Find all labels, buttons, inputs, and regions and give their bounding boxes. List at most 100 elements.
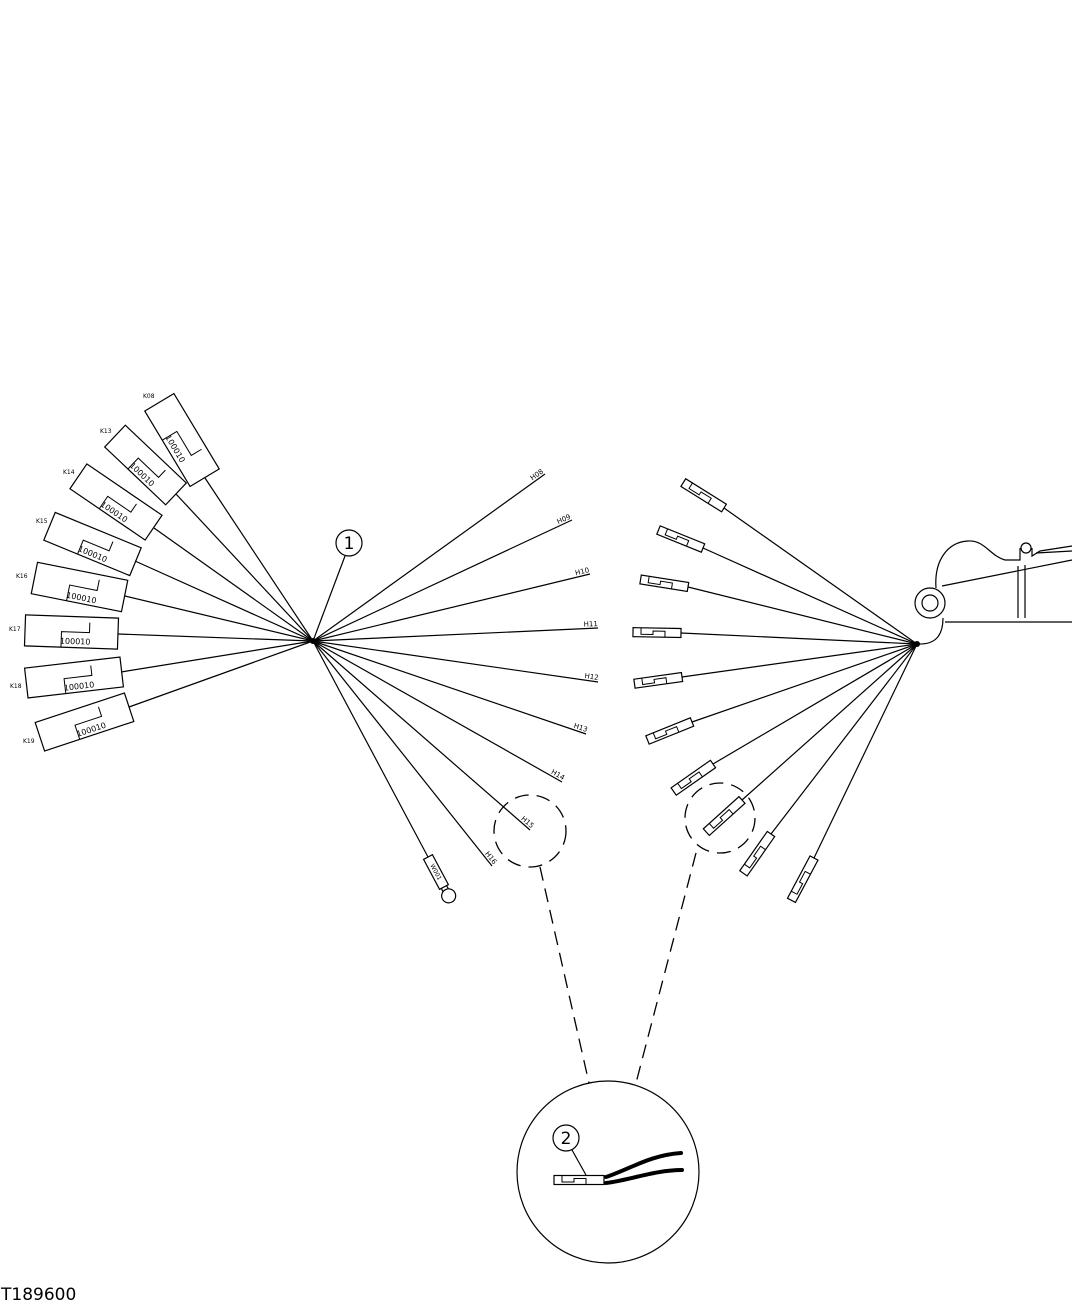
fuse-k16: 100010 — [30, 561, 129, 613]
center-wire-3 — [312, 573, 591, 642]
right-wires — [680, 507, 918, 859]
detail-marker-left — [493, 794, 567, 868]
fuse-k17: 100010 — [23, 614, 120, 650]
detail-view: 2 — [516, 1080, 700, 1264]
fuse-tag-k08: K08 — [143, 393, 155, 400]
center-wires — [312, 473, 599, 867]
fuse-inner-outline — [66, 579, 100, 601]
wire-fuse-k13 — [175, 493, 314, 642]
center-wire-4 — [312, 627, 599, 642]
wire-fuse-k17 — [117, 633, 314, 642]
right-wire-8 — [741, 643, 918, 801]
wire-fuse-k16 — [124, 595, 314, 642]
wire-label: H11 — [583, 620, 598, 629]
right-wire-2 — [702, 547, 918, 645]
center-wire-labels: H08 H09 H10 H11 H12 H13 H14 H15 H16 — [483, 468, 599, 867]
mounting-eye-outer — [914, 587, 946, 619]
fuse-code: 100010 — [63, 680, 94, 692]
fuse-inner-outline — [77, 539, 114, 555]
center-wire-2 — [312, 519, 573, 642]
left-fuse-wires — [117, 477, 314, 708]
housing-outline — [935, 540, 1073, 623]
fuse-tag-k17: K17 — [9, 626, 21, 633]
fuse-tags: K08 K13 K14 K15 K16 K17 K18 K19 — [9, 393, 155, 745]
detail-view-circle — [516, 1080, 700, 1264]
center-wire-7 — [312, 640, 563, 783]
callout-2: 2 — [552, 1124, 580, 1152]
blade-terminal — [632, 627, 682, 639]
wire-fuse-k18 — [120, 640, 314, 673]
fuse-inner-outline — [74, 706, 103, 740]
fuse-k19: 100010 — [34, 692, 135, 752]
right-wire-6 — [691, 643, 918, 723]
blade-terminal — [786, 855, 819, 904]
callout-1-leader — [312, 555, 346, 642]
center-wire-8 — [312, 640, 531, 831]
callout-2-number: 2 — [561, 1129, 572, 1149]
right-wire-7 — [712, 643, 918, 765]
blade-terminal — [702, 795, 746, 837]
detail-blade-terminal — [553, 1174, 605, 1186]
blade-terminal — [738, 830, 776, 877]
housing-edge — [941, 559, 1073, 587]
wire-fuse-k14 — [153, 527, 314, 642]
fuse-k18: 100010 — [23, 656, 125, 699]
right-wire-1 — [723, 507, 918, 645]
fuse-tag-k13: K13 — [100, 428, 112, 435]
fuse-body — [30, 561, 129, 613]
right-wire-10 — [813, 643, 918, 859]
wire-fuse-k19 — [128, 640, 314, 708]
housing-tab — [1020, 542, 1032, 554]
blade-terminal — [680, 477, 728, 513]
right-terminals — [632, 477, 819, 904]
center-wire-6 — [312, 640, 587, 735]
blade-terminal — [656, 525, 706, 553]
callout-2-circle — [552, 1124, 580, 1152]
fuse-code: 100010 — [77, 544, 109, 564]
detail-leader-right — [635, 852, 697, 1084]
callout-1-circle — [335, 529, 363, 557]
center-wire-9 — [312, 640, 493, 867]
wire-label: H10 — [574, 566, 590, 577]
wire-fuse-k15 — [134, 560, 314, 642]
fuse-inner-outline — [63, 665, 93, 694]
ring-terminal-eye — [441, 888, 457, 904]
wire-fuse-k08 — [204, 477, 314, 642]
fuse-body — [34, 692, 135, 752]
detail-leader-left — [539, 866, 590, 1084]
center-wire-5 — [312, 640, 599, 683]
detail-wire-lower — [604, 1168, 684, 1185]
center-wire-1 — [312, 473, 546, 642]
fuse-inner-outline — [127, 457, 166, 479]
detail-wire-upper — [604, 1151, 683, 1179]
right-wire-4 — [680, 632, 918, 645]
fuse-k08: 100010 — [143, 392, 221, 488]
fuse-tag-k16: K16 — [16, 573, 28, 580]
blade-terminal — [639, 574, 690, 593]
fuse-tag-k15: K15 — [36, 518, 48, 525]
wire-label: H12 — [584, 672, 599, 682]
fuse-body — [23, 614, 120, 650]
fuse-inner-outline — [60, 622, 91, 648]
fuse-tag-k14: K14 — [63, 469, 75, 476]
fuse-body — [69, 463, 163, 541]
right-wire-5 — [681, 643, 918, 678]
blade-terminal — [645, 717, 695, 745]
fuse-code: 100010 — [60, 637, 91, 647]
fuse-body — [23, 656, 125, 699]
housing-edge — [1035, 550, 1073, 554]
fuse-body — [143, 392, 221, 488]
fuse-inner-outline — [162, 430, 202, 457]
fuse-body — [103, 424, 188, 506]
blade-terminal — [670, 759, 717, 797]
fuse-body — [43, 511, 142, 577]
callout-1-number: 1 — [344, 534, 355, 554]
ring-terminal: W001 — [422, 853, 457, 904]
fuse-inner-outline — [98, 495, 137, 513]
fuse-tag-k19: K19 — [23, 738, 35, 745]
figure-id: T189600 — [0, 1285, 76, 1304]
detail-marker-right — [684, 782, 756, 854]
mounting-eye-inner — [921, 594, 939, 612]
fuse-tag-k18: K18 — [10, 683, 22, 690]
